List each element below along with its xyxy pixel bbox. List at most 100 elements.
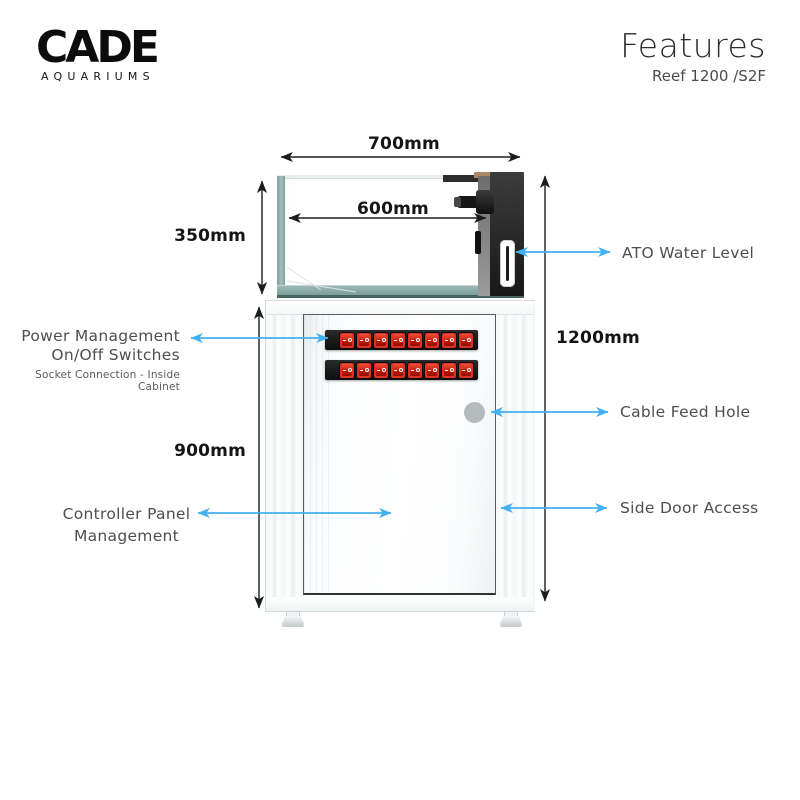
cabinet-front-door [303, 314, 496, 595]
model-subtitle: Reef 1200 /S2F [652, 67, 766, 86]
switch-on-dash-icon [410, 369, 414, 371]
rocker-switch [442, 332, 456, 348]
controller-label-line1: Controller Panel [62, 505, 191, 523]
rocker-switch [340, 332, 354, 348]
page-title: Features [620, 26, 766, 65]
cabinet-top-rail [266, 301, 534, 315]
power-label-line1: Power Management [21, 327, 180, 345]
switch-off-ring-icon [365, 368, 369, 372]
rocker-switch [374, 362, 388, 378]
rocker-switch [425, 362, 439, 378]
overflow-top-trim [443, 175, 490, 182]
rocker-switch [442, 362, 456, 378]
cabinet-bottom-rail [266, 597, 534, 611]
dimension-label-1200mm: 1200mm [556, 328, 640, 348]
switch-off-ring-icon [365, 338, 369, 342]
rocker-switch [357, 362, 371, 378]
rocker-switch [340, 362, 354, 378]
switch-off-ring-icon [348, 338, 352, 342]
power-strip [325, 330, 478, 350]
dimension-label-900mm: 900mm [174, 441, 246, 461]
tank-glass-left-wall [277, 176, 285, 297]
switch-off-ring-icon [433, 338, 437, 342]
rocker-switch [425, 332, 439, 348]
rocker-switch [374, 332, 388, 348]
switch-on-dash-icon [444, 339, 448, 341]
overflow-top-accent [474, 172, 492, 178]
rocker-switch [408, 362, 422, 378]
switch-rocker [376, 334, 386, 346]
dimension-label-700mm: 700mm [368, 134, 440, 154]
switch-on-dash-icon [393, 369, 397, 371]
switch-rocker [410, 334, 420, 346]
cade-logo-subtext: AQUARIUMS [41, 70, 155, 83]
rocker-switch [391, 362, 405, 378]
power-label-line2: On/Off Switches [51, 346, 180, 364]
power-label-note: Socket Connection - Inside Cabinet [35, 369, 180, 393]
switch-on-dash-icon [393, 339, 397, 341]
cabinet-foot-right [500, 611, 522, 627]
cabinet-left-post [266, 301, 304, 611]
callout-label-controller: Controller Panel Management [54, 503, 199, 547]
cabinet-foot-left [282, 611, 304, 627]
switch-off-ring-icon [467, 338, 471, 342]
switch-off-ring-icon [382, 368, 386, 372]
switch-rocker [393, 364, 403, 376]
foot-stem [286, 611, 300, 616]
rocker-switch [357, 332, 371, 348]
switch-off-ring-icon [399, 338, 403, 342]
callout-label-cable: Cable Feed Hole [620, 403, 751, 421]
switch-rocker [461, 364, 471, 376]
controller-label-line2: Management [73, 527, 180, 545]
switch-rocker [359, 364, 369, 376]
switch-rocker [427, 334, 437, 346]
switch-off-ring-icon [399, 368, 403, 372]
switch-off-ring-icon [348, 368, 352, 372]
switch-rocker [359, 334, 369, 346]
foot-pad [500, 616, 522, 627]
switch-off-ring-icon [467, 368, 471, 372]
title-block: Features Reef 1200 /S2F [620, 26, 766, 86]
switch-on-dash-icon [376, 369, 380, 371]
tank-top-rim [277, 175, 524, 179]
foot-stem [504, 611, 518, 616]
switch-on-dash-icon [444, 369, 448, 371]
switch-on-dash-icon [461, 339, 465, 341]
rocker-switch [408, 332, 422, 348]
callout-label-ato: ATO Water Level [622, 244, 755, 262]
switch-on-dash-icon [342, 339, 346, 341]
switch-rocker [444, 334, 454, 346]
switch-off-ring-icon [416, 368, 420, 372]
switch-rocker [444, 364, 454, 376]
switch-off-ring-icon [433, 368, 437, 372]
dimension-label-600mm: 600mm [357, 199, 429, 219]
pipe-fitting-cap [454, 197, 461, 207]
power-strip [325, 360, 478, 380]
switch-rocker [342, 364, 352, 376]
switch-on-dash-icon [427, 369, 431, 371]
switch-rocker [410, 364, 420, 376]
overflow-side-slot [475, 231, 481, 254]
switch-off-ring-icon [450, 368, 454, 372]
rocker-switch [459, 362, 473, 378]
rocker-switch [391, 332, 405, 348]
switch-rocker [393, 334, 403, 346]
switch-on-dash-icon [427, 339, 431, 341]
switch-on-dash-icon [376, 339, 380, 341]
cabinet-right-post [497, 301, 535, 611]
switch-rocker [461, 334, 471, 346]
ato-water-level-window [500, 240, 515, 287]
dimension-label-350mm: 350mm [174, 226, 246, 246]
switch-on-dash-icon [410, 339, 414, 341]
switch-on-dash-icon [461, 369, 465, 371]
switch-rocker [376, 364, 386, 376]
ato-level-indicator [506, 246, 509, 281]
foot-pad [282, 616, 304, 627]
rocker-switch [459, 332, 473, 348]
pipe-fitting-icon [457, 196, 481, 208]
switch-off-ring-icon [450, 338, 454, 342]
callout-label-power: Power Management On/Off Switches Socket … [0, 327, 180, 393]
pipe-fitting-body [476, 190, 494, 214]
callout-label-side-door: Side Door Access [620, 499, 759, 517]
